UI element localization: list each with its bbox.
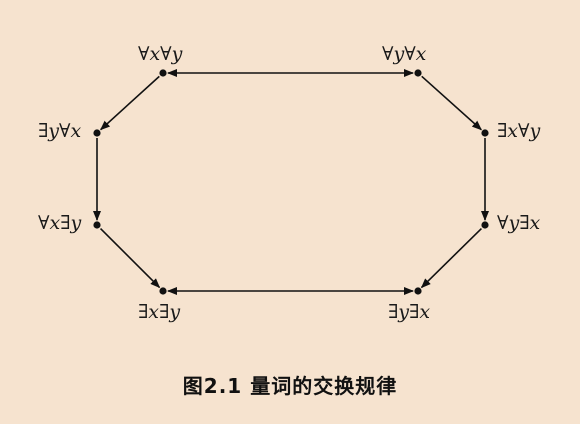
- edge-n7-n6: [99, 227, 161, 289]
- node-dot-n8: [93, 129, 101, 137]
- node-label-n1: ∀x∀y: [138, 43, 183, 65]
- node-label-n4: ∀y∃x: [497, 212, 541, 234]
- node-label-n8: ∃y∀x: [38, 120, 82, 142]
- node-dot-n2: [414, 69, 422, 77]
- node-dot-n1: [159, 69, 167, 77]
- node-dot-n6: [159, 287, 167, 295]
- node-dot-n4: [481, 221, 489, 229]
- node-label-n3: ∃x∀y: [497, 120, 541, 142]
- node-dot-n7: [93, 221, 101, 229]
- node-label-n2: ∀y∀x: [382, 43, 427, 65]
- figure-caption: 图2.1 量词的交换规律: [182, 374, 398, 398]
- node-label-n7: ∀x∃y: [38, 212, 82, 234]
- node-label-n5: ∃y∃x: [388, 301, 431, 323]
- edge-n4-n5: [420, 227, 482, 289]
- node-label-n6: ∃x∃y: [138, 301, 181, 323]
- node-dot-n3: [481, 129, 489, 137]
- edge-n1-n8: [99, 75, 160, 131]
- edge-n2-n3: [421, 75, 483, 131]
- node-dot-n5: [414, 287, 422, 295]
